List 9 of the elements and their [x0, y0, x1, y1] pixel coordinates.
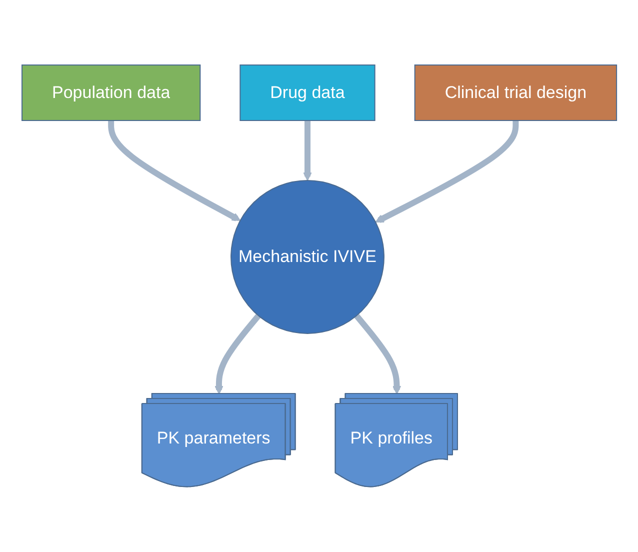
- arrow: [302, 120, 312, 182]
- node-box: Population data: [21, 64, 200, 122]
- node-box: Clinical trial design: [414, 64, 617, 122]
- arrow: [374, 120, 518, 224]
- arrow: [354, 314, 401, 394]
- arrow: [108, 120, 240, 222]
- node-circle: Mechanistic IVIVE: [230, 180, 384, 334]
- arrow: [214, 314, 260, 394]
- node-box: Drug data: [239, 64, 376, 122]
